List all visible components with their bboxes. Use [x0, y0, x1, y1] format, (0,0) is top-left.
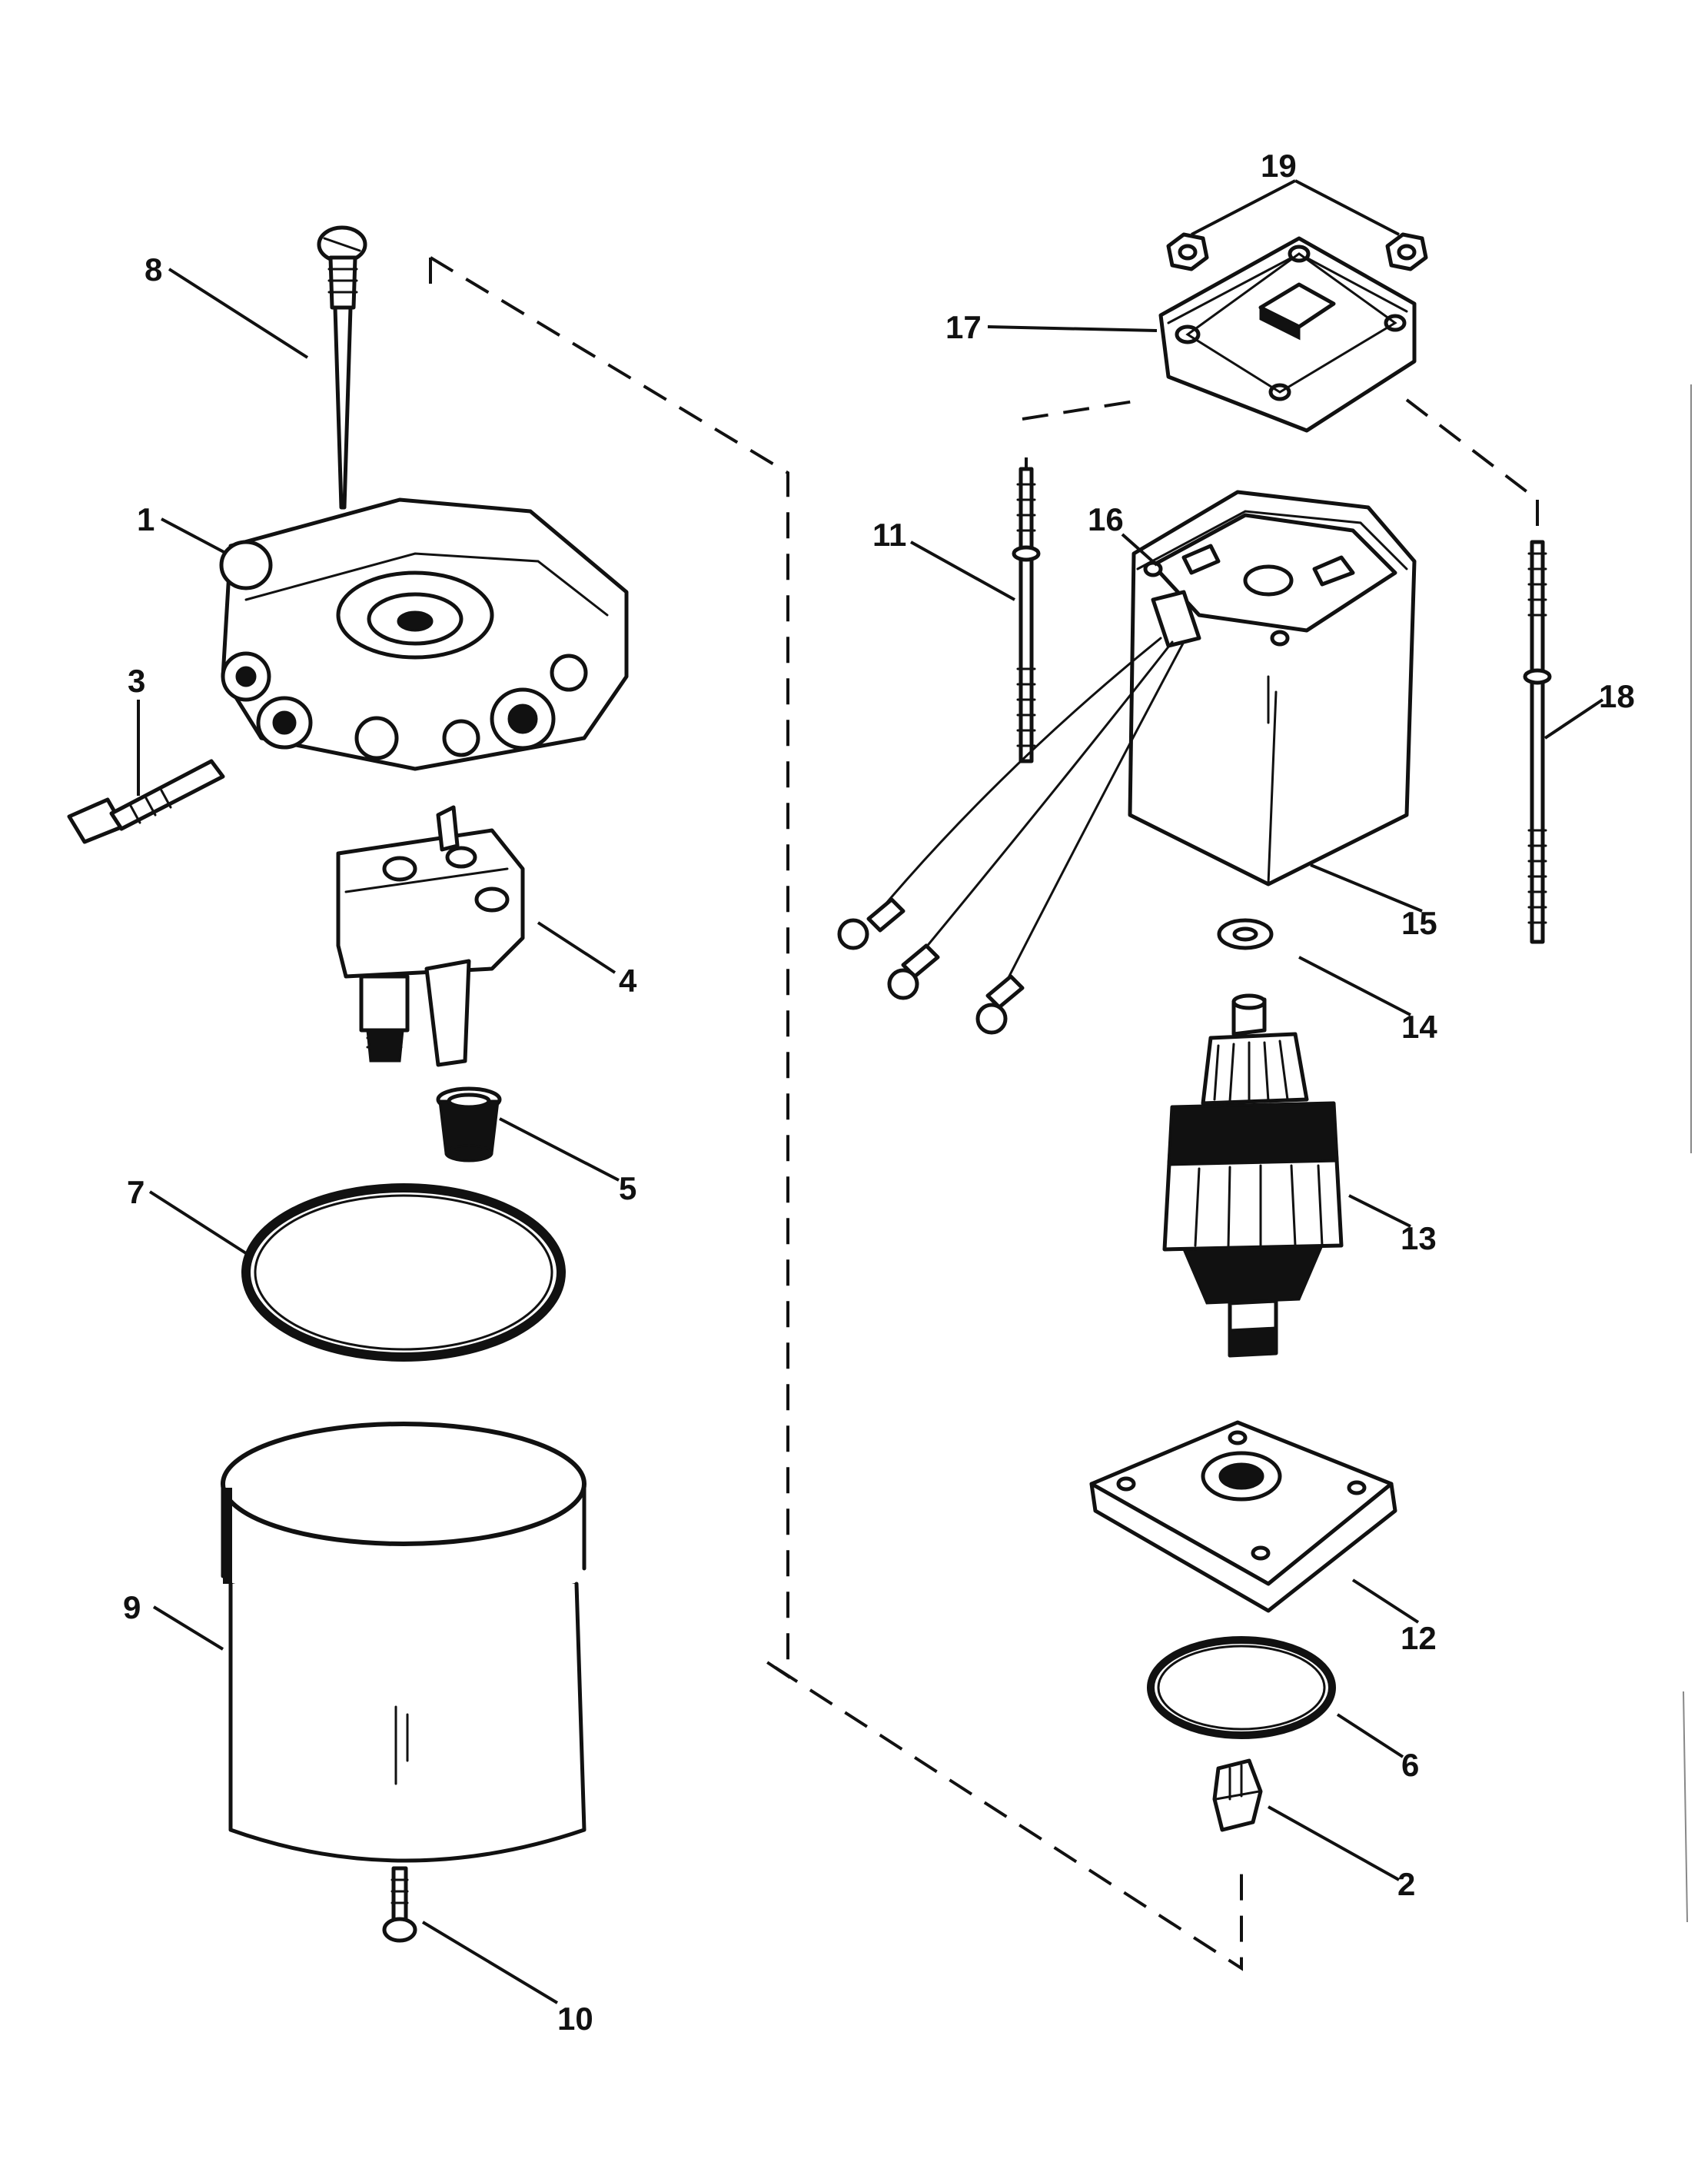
- part-3-valve-screw: [67, 759, 225, 844]
- callout-7: 7: [127, 1174, 145, 1210]
- part-7-o-ring: [241, 1183, 566, 1362]
- part-2-coupler: [1212, 1758, 1263, 1832]
- callout-labels: 1 2 3 4 5 6 7 8 9 10 11 12 13 14 15 16 1…: [123, 148, 1635, 2037]
- callout-15: 15: [1401, 905, 1437, 941]
- callout-16: 16: [1088, 501, 1124, 537]
- callout-11: 11: [872, 517, 906, 553]
- motor-leads: [837, 590, 1201, 1035]
- part-18-through-bolt: [1523, 540, 1552, 944]
- part-12-end-plate: [1089, 1420, 1397, 1613]
- part-13-armature: [1162, 993, 1344, 1358]
- callout-8: 8: [145, 251, 162, 288]
- callout-18: 18: [1599, 678, 1635, 714]
- callout-2: 2: [1397, 1866, 1415, 1902]
- part-4-valve-block: [336, 805, 525, 1067]
- part-14-washer: [1217, 918, 1274, 950]
- part-9-reservoir: [221, 1422, 587, 1863]
- callout-10: 10: [557, 2001, 593, 2037]
- callout-6: 6: [1401, 1747, 1419, 1783]
- part-16-brush-plate: [1143, 513, 1397, 647]
- leader-lines: [137, 179, 1604, 2004]
- callout-17: 17: [945, 309, 982, 345]
- scan-edge-mark: [1683, 384, 1692, 1923]
- callout-19: 19: [1261, 148, 1297, 184]
- part-8-fill-plug: [317, 225, 367, 510]
- part-6-o-ring: [1147, 1636, 1336, 1739]
- part-10-screw: [382, 1866, 417, 1943]
- callout-9: 9: [123, 1589, 141, 1625]
- part-19-nuts: [1166, 232, 1428, 271]
- part-1-pump-body: [219, 497, 629, 771]
- callout-1: 1: [137, 501, 155, 537]
- callout-13: 13: [1401, 1220, 1437, 1256]
- callout-3: 3: [128, 663, 145, 699]
- callout-14: 14: [1401, 1009, 1437, 1045]
- part-11-through-bolt: [1012, 467, 1041, 763]
- callout-4: 4: [619, 963, 637, 999]
- callout-5: 5: [619, 1170, 636, 1206]
- part-5-filter-bushing: [436, 1086, 502, 1163]
- part-17-end-cover: [1158, 236, 1417, 433]
- callout-12: 12: [1401, 1620, 1437, 1656]
